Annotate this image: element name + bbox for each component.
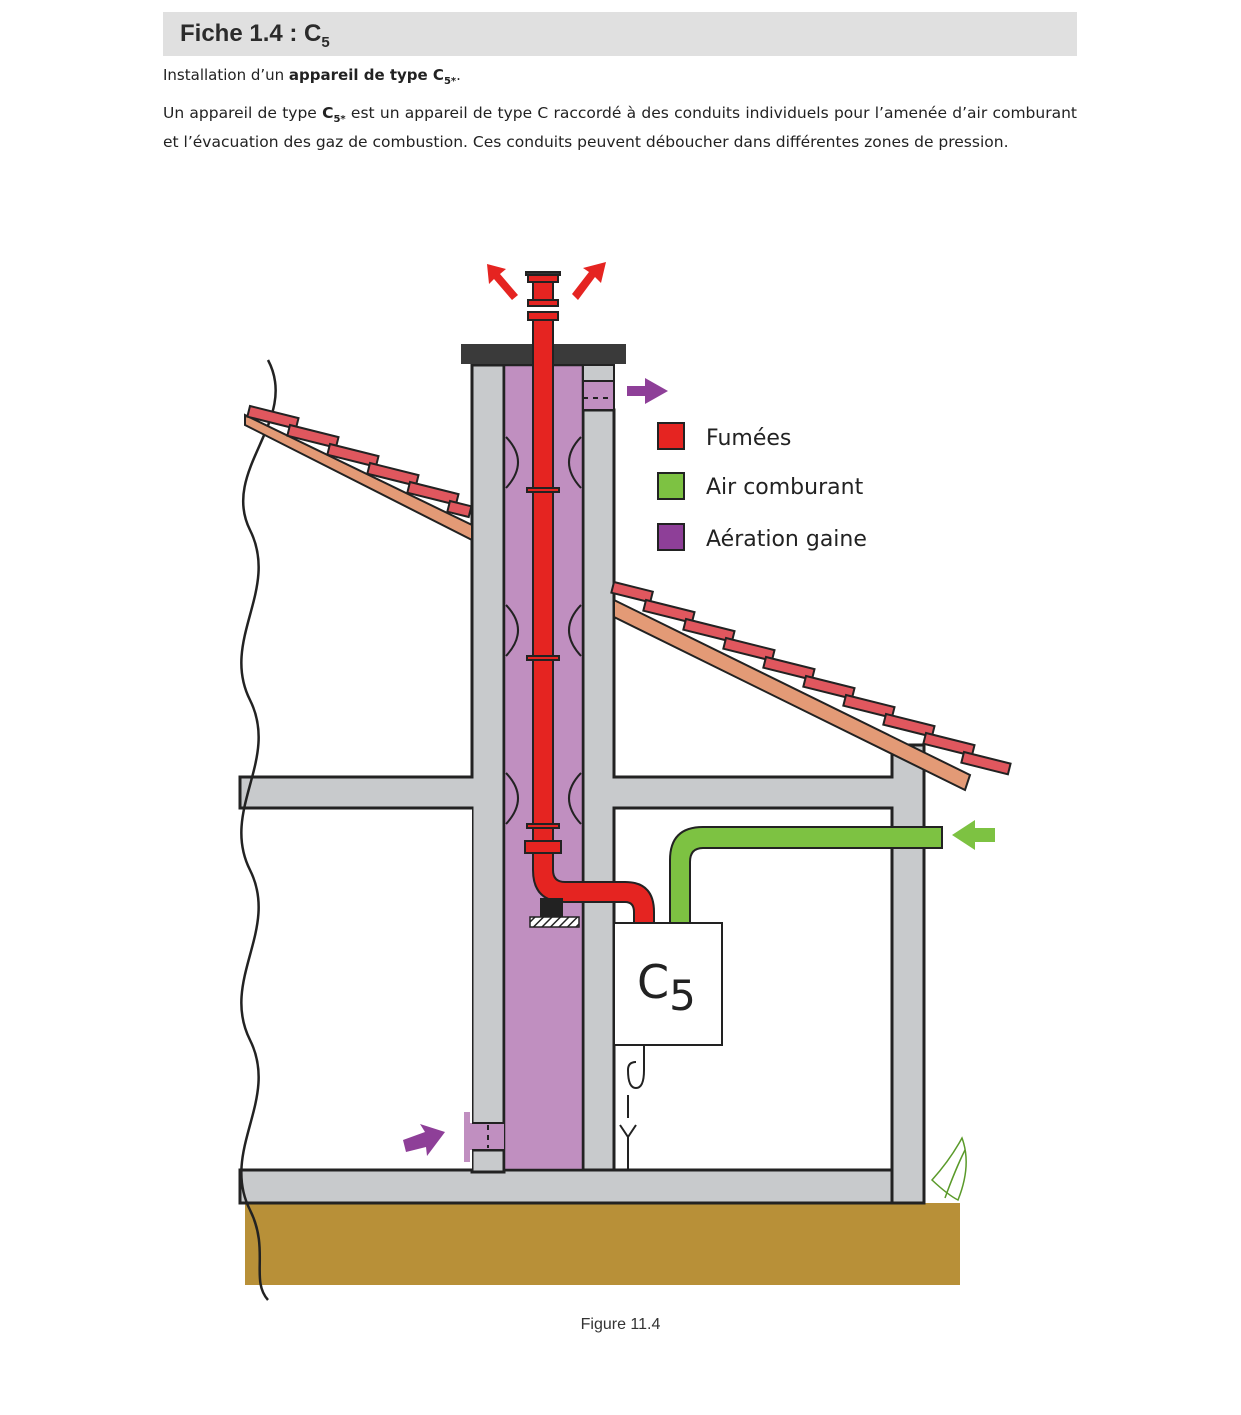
left-lower-room [240, 808, 472, 1170]
shaft-outlet-arrow [627, 378, 668, 404]
legend-label-fumees: Fumées [706, 426, 791, 451]
legend-swatch-aeration [657, 523, 685, 551]
air-inlet-arrow [952, 820, 995, 850]
header-bar: Fiche 1.4 : C5 [163, 12, 1077, 56]
description-paragraph: Un appareil de type C5* est un appareil … [163, 104, 1077, 152]
legend-swatch-fumees [657, 422, 685, 450]
flue-pipe [524, 271, 655, 924]
right-roof [610, 580, 1012, 792]
shaft-inlet-arrow [403, 1124, 445, 1156]
grass-tuft [930, 1136, 967, 1202]
air-intake-pipe [669, 826, 943, 924]
intro-text: Installation d’un appareil de type C5*. [163, 66, 461, 87]
c5-appliance [613, 922, 723, 1046]
legend-label-aeration: Aération gaine [706, 527, 867, 552]
left-roof [244, 404, 473, 542]
legend: Fumées Air comburant Aération gaine [657, 422, 867, 552]
appliance-label: C5 [637, 955, 696, 1020]
legend-label-air: Air comburant [706, 475, 864, 500]
figure-caption: Figure 11.4 [580, 1316, 661, 1333]
flue-spacers [505, 436, 582, 825]
legend-swatch-air [657, 472, 685, 500]
condensate-drain [619, 1045, 645, 1170]
flue-exhaust-arrows [487, 262, 606, 300]
support-bracket [529, 916, 580, 928]
flue-support [540, 898, 563, 918]
shaft-low-vent [466, 1123, 504, 1150]
page-title: Fiche 1.4 : C5 [180, 20, 330, 51]
section-cut-line [240, 359, 277, 1301]
ground [245, 1203, 960, 1285]
